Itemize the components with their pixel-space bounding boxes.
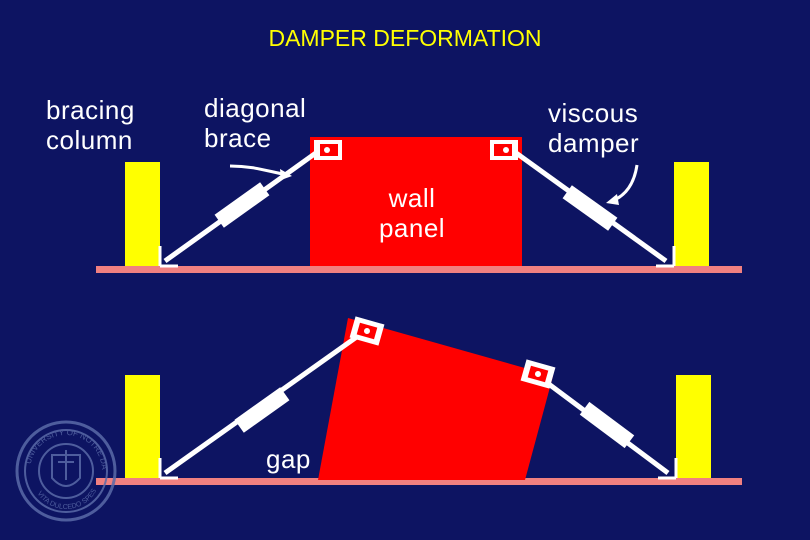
floor-bottom [96,478,742,485]
label-line: bracing [46,95,135,125]
column-bottom-left [125,375,160,478]
connection-bracket [490,140,518,160]
label-line: damper [548,128,640,158]
column-top-right [674,162,709,266]
diagonal-brace-bottom-left [158,333,360,480]
arrowhead [606,194,619,205]
floor-top [96,266,742,273]
connection-bracket [349,316,385,346]
svg-text:VITA DULCEDO SPES: VITA DULCEDO SPES [36,488,99,512]
svg-text:UNIVERSITY OF NOTRE DAME: UNIVERSITY OF NOTRE DAME [0,0,109,471]
label-line: viscous [548,98,639,128]
label-line: diagonal [204,93,307,123]
university-seal-icon: UNIVERSITY OF NOTRE DAME VITA DULCEDO SP… [0,0,117,522]
column-bottom-right [676,375,711,478]
slide-title: DAMPER DEFORMATION [268,25,542,51]
diagonal-brace-top-left [158,147,322,268]
label-wall-panel: wall panel [372,183,452,243]
arrowhead [280,169,292,180]
label-gap: gap [266,444,311,474]
label-line: panel [378,213,446,243]
label-viscous-damper: viscous damper [548,98,639,158]
wall-panel-top [310,137,522,266]
label-diagonal-brace: diagonal brace [204,93,306,153]
label-bracing-column: bracing column [46,95,135,155]
connection-bracket [314,140,342,160]
column-top-left [125,162,160,266]
label-line: column [46,125,133,155]
wall-panel-bottom [318,318,553,480]
diagonal-brace-top-right [510,147,676,268]
label-line: brace [204,123,272,153]
diagonal-brace-bottom-right [536,373,678,480]
pointer-arrow-brace [229,164,289,177]
label-line: wall [388,183,436,213]
connection-bracket [520,359,556,389]
